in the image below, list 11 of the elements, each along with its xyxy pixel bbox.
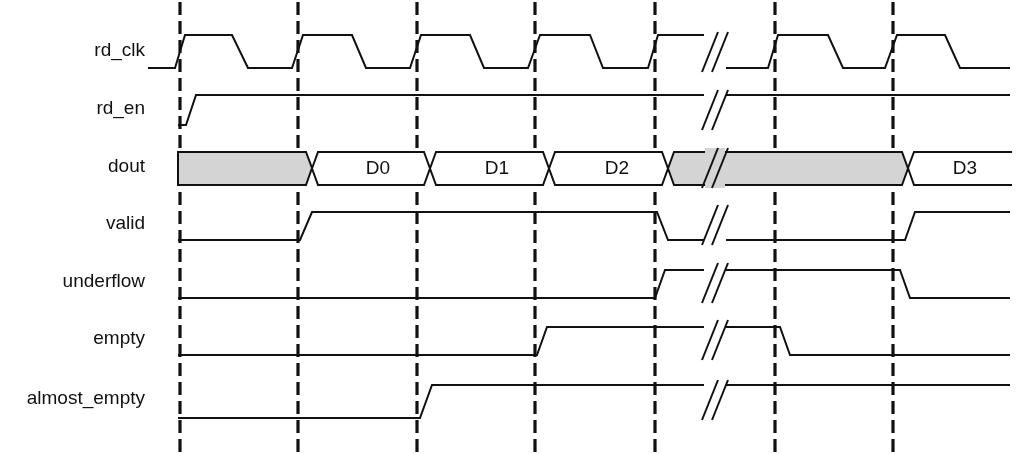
bus-value-label: D2 <box>604 157 630 179</box>
bus-value-label: D3 <box>952 157 978 179</box>
bus-value-label: D1 <box>484 157 510 179</box>
signal-label: rd_en <box>96 97 145 119</box>
signal-label: valid <box>105 212 145 234</box>
signal-label: empty <box>93 327 145 349</box>
bus-value-label: D0 <box>365 157 391 179</box>
signal-label: dout <box>108 155 145 177</box>
signal-label: underflow <box>62 270 145 292</box>
signal-label: rd_clk <box>94 39 145 61</box>
signal-label: almost_empty <box>26 387 145 409</box>
